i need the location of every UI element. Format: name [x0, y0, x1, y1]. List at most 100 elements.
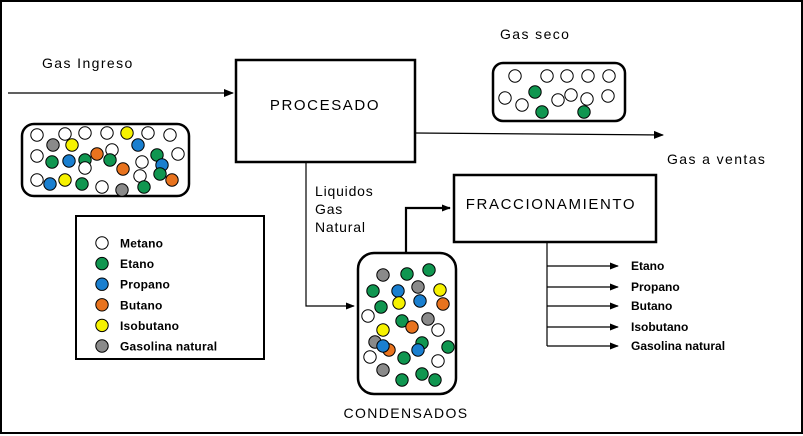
molecule-etano	[422, 263, 436, 277]
molecule-metano	[95, 180, 109, 194]
molecule-isobutano	[58, 173, 72, 187]
sales-gas-arrow	[414, 130, 664, 139]
output-label-5: Gasolina natural	[631, 339, 725, 353]
molecule-etano	[153, 167, 167, 181]
output-label-1: Etano	[631, 259, 664, 273]
gas-label: Gas	[315, 201, 343, 217]
legend-swatch-6	[95, 339, 109, 353]
molecule-metano	[498, 91, 512, 105]
legend-label-1: Metano	[120, 237, 163, 251]
molecule-metano	[431, 323, 445, 337]
raw-gas-molecules	[30, 126, 185, 197]
molecule-propano	[411, 343, 425, 357]
molecule-etano	[374, 300, 388, 314]
molecule-isobutano	[120, 126, 134, 140]
molecule-etano	[395, 314, 409, 328]
molecule-metano	[171, 147, 185, 161]
condensados-label: CONDENSADOS	[343, 405, 468, 421]
molecule-gasolina	[411, 280, 425, 294]
molecule-propano	[376, 339, 390, 353]
molecule-gasolina	[376, 268, 390, 282]
molecule-gasolina	[421, 312, 435, 326]
molecule-metano	[163, 128, 177, 142]
dry-gas-molecules	[498, 69, 616, 119]
molecule-metano	[580, 92, 594, 106]
molecule-butano	[90, 147, 104, 161]
molecule-metano	[58, 127, 72, 141]
molecule-etano	[577, 105, 591, 119]
procesado-box	[234, 58, 417, 164]
legend-items: MetanoEtanoPropanoButanoIsobutanoGasolin…	[95, 236, 217, 354]
molecule-isobutano	[376, 323, 390, 337]
molecule-metano	[363, 350, 377, 364]
molecule-etano	[45, 155, 59, 169]
molecule-etano	[137, 180, 151, 194]
output-label-3: Butano	[631, 299, 672, 313]
legend-swatch-5	[95, 318, 109, 333]
molecule-butano	[436, 297, 450, 311]
legend-swatch-2	[95, 256, 109, 271]
molecule-metano	[100, 126, 114, 140]
gas-seco-label: Gas seco	[500, 26, 570, 42]
molecule-etano	[395, 373, 409, 387]
molecule-etano	[103, 153, 117, 167]
gas-a-ventas-label: Gas a ventas	[667, 151, 766, 167]
legend-swatch-4	[95, 298, 109, 312]
molecule-metano	[602, 69, 616, 83]
molecule-isobutano	[65, 138, 79, 152]
molecule-etano	[528, 85, 542, 99]
condensate-molecules	[361, 263, 455, 387]
legend-label-4: Butano	[120, 298, 163, 312]
molecule-metano	[508, 69, 522, 83]
molecule-butano	[165, 173, 179, 187]
molecule-etano	[366, 284, 380, 298]
molecule-etano	[400, 267, 414, 281]
molecule-isobutano	[392, 296, 406, 310]
molecule-metano	[581, 69, 595, 83]
molecule-metano	[135, 155, 149, 169]
molecule-etano	[441, 340, 455, 354]
output-label-4: Isobutano	[631, 320, 688, 334]
molecule-metano	[30, 149, 44, 163]
molecule-isobutano	[433, 283, 447, 297]
molecule-metano	[515, 98, 529, 112]
molecule-propano	[391, 284, 405, 298]
legend-swatch-3	[95, 277, 109, 291]
molecule-propano	[131, 138, 145, 152]
molecule-metano	[361, 309, 375, 323]
molecule-etano	[75, 177, 89, 191]
molecule-propano	[43, 177, 57, 191]
output-label-2: Propano	[631, 280, 680, 294]
molecule-metano	[564, 88, 578, 102]
legend-label-5: Isobutano	[120, 319, 179, 333]
fraccionamiento-label: FRACCIONAMIENTO	[466, 196, 636, 213]
molecule-metano	[78, 126, 92, 140]
molecule-metano	[551, 93, 565, 107]
molecule-butano	[116, 162, 130, 176]
molecule-gasolina	[115, 183, 129, 197]
molecule-propano	[62, 154, 76, 168]
molecule-metano	[560, 69, 574, 83]
molecule-gasolina	[46, 138, 60, 152]
molecule-butano	[405, 320, 419, 334]
procesado-label: PROCESADO	[270, 97, 380, 114]
molecule-metano	[78, 161, 92, 175]
legend-swatch-1	[95, 236, 109, 250]
natural-label: Natural	[315, 219, 366, 235]
gas-ingreso-label: Gas Ingreso	[42, 55, 134, 71]
fraccionamiento-box	[452, 173, 658, 244]
molecule-etano	[428, 373, 442, 387]
molecule-gasolina	[376, 363, 390, 377]
molecule-metano	[601, 89, 615, 103]
molecule-metano	[30, 173, 44, 187]
molecule-metano	[431, 354, 445, 368]
molecule-metano	[540, 69, 554, 83]
legend-label-6: Gasolina natural	[120, 340, 217, 354]
molecule-metano	[141, 126, 155, 140]
ngl-arrow	[305, 162, 355, 310]
molecule-etano	[535, 105, 549, 119]
molecule-metano	[30, 128, 44, 142]
